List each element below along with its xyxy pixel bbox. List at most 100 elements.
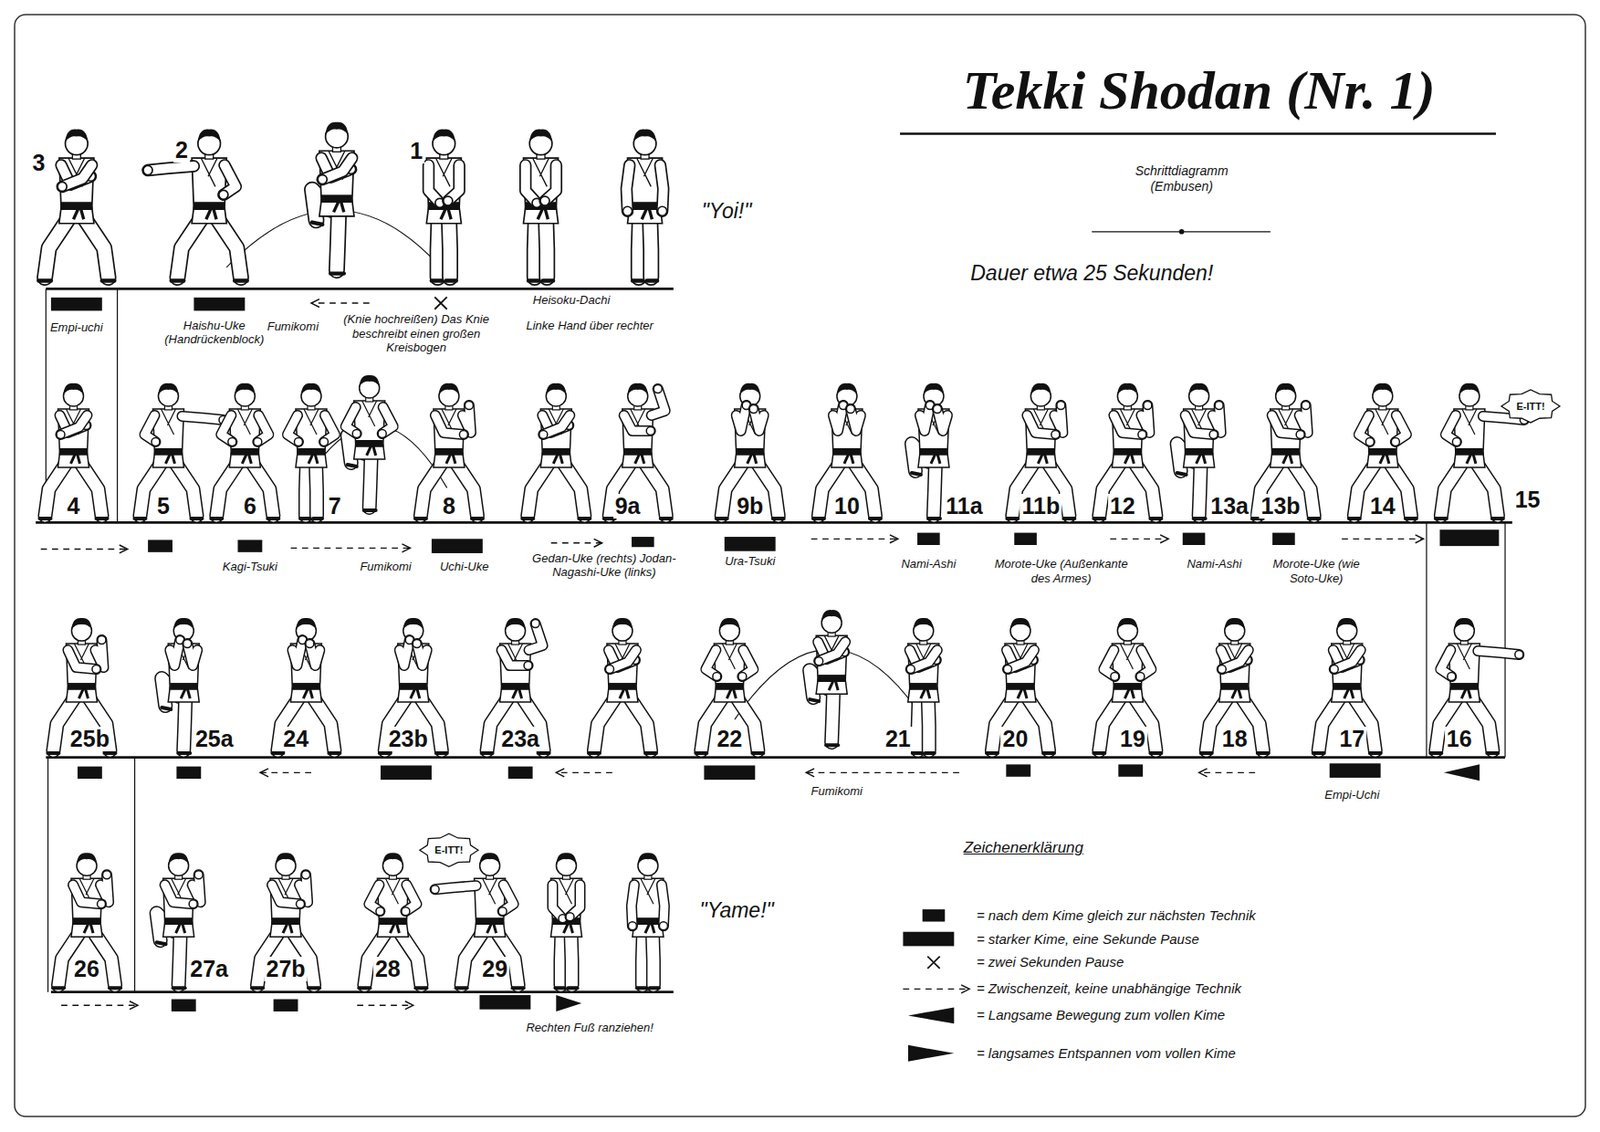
- transition-arrow: [1109, 534, 1169, 544]
- step-number: 4: [65, 493, 83, 519]
- legend-entry: = langsames Entspannen vom vollen Kime: [976, 1045, 1236, 1062]
- step-line: [899, 132, 1496, 135]
- karateka-figure: [604, 383, 672, 519]
- step-number: 8: [440, 493, 458, 519]
- karateka-figure: [1430, 617, 1524, 753]
- step-number: 23a: [499, 726, 542, 752]
- kime-bar: [1014, 533, 1037, 545]
- kime-bar: [77, 766, 103, 779]
- karateka-figure: [426, 129, 461, 282]
- embusen-lines: [35, 133, 1513, 1061]
- karateka-figure: [415, 383, 483, 519]
- karateka-figure: [1201, 617, 1269, 753]
- kime-bar: [631, 536, 655, 547]
- technique-label: Empi-Uchi: [1324, 787, 1380, 803]
- kime-bar: [1182, 533, 1206, 545]
- step-number: 26: [72, 956, 102, 982]
- karateka-figure: [47, 617, 116, 753]
- kime-bar: [703, 764, 755, 780]
- legend-heading: Zeichenerklärung: [963, 838, 1084, 858]
- kime-bar: [1118, 763, 1143, 776]
- technique-label: Empi-uchi: [50, 320, 104, 335]
- slow-kime-mark: [1443, 763, 1480, 781]
- transition-arrow: [805, 768, 960, 777]
- step-number: 12: [1108, 493, 1138, 519]
- legend-entry: = Langsame Bewegung zum vollen Kime: [976, 1006, 1225, 1024]
- shout-bubble: [419, 833, 479, 867]
- technique-note: Linke Hand über rechter: [525, 318, 653, 334]
- step-number: 16: [1444, 726, 1475, 752]
- step-number: 15: [1513, 487, 1543, 513]
- step-number: 28: [373, 956, 403, 982]
- karateka-figure: [271, 617, 340, 753]
- step-line: [47, 757, 49, 993]
- transition-arrow: [902, 984, 970, 994]
- karateka-figure: [813, 383, 881, 519]
- karateka-figure: [312, 122, 356, 274]
- technique-label: Uchi-Uke: [439, 559, 489, 575]
- kime-bar: [273, 999, 299, 1012]
- pause-mark: [927, 956, 940, 969]
- kime-bar: [176, 766, 201, 779]
- step-number: 14: [1368, 493, 1398, 519]
- step-number: 2: [173, 137, 190, 163]
- kime-bar: [917, 533, 941, 545]
- karateka-figure: [345, 375, 394, 511]
- karateka-figures: [38, 122, 1528, 988]
- karateka-figure: [430, 852, 524, 988]
- kime-bar: [380, 764, 432, 780]
- transition-arrow: [551, 538, 603, 547]
- karateka-figure: [588, 617, 657, 753]
- step-number: 9b: [734, 493, 765, 519]
- karateka-figure: [251, 852, 320, 988]
- karateka-figure: [716, 383, 785, 519]
- diagram-title: Tekki Shodan (Nr. 1): [962, 62, 1436, 118]
- technique-label: Nami-Ashi: [900, 556, 956, 572]
- command-call: "Yoi!": [701, 198, 753, 225]
- karateka-figure: [695, 617, 764, 753]
- karateka-figure: [986, 617, 1055, 753]
- transition-arrow: [555, 768, 612, 777]
- step-number: 21: [883, 726, 913, 752]
- karateka-figure: [38, 129, 115, 282]
- step-line: [116, 288, 118, 523]
- transition-arrow: [291, 543, 411, 553]
- slow-kime-mark: [555, 994, 582, 1012]
- technique-label: Gedan-Uke (rechts) Jodan-Nagashi-Uke (li…: [528, 551, 680, 580]
- step-number: 25b: [68, 726, 112, 752]
- karateka-figure: [52, 852, 121, 988]
- karateka-figure: [522, 129, 558, 282]
- step-number: 24: [281, 726, 311, 752]
- technique-label: Morote-Uke (wie Soto-Uke): [1270, 556, 1362, 586]
- step-number: 25a: [193, 726, 236, 752]
- karateka-figure: [358, 852, 427, 988]
- step-line: [134, 757, 136, 993]
- karateka-figure: [1093, 617, 1161, 753]
- step-number: 20: [1000, 726, 1030, 752]
- sheet-frame: [14, 14, 1586, 1117]
- step-line: [1425, 522, 1427, 757]
- kime-bar: [1005, 763, 1031, 776]
- transition-arrow: [260, 768, 312, 777]
- step-number: 7: [326, 493, 344, 519]
- step-number: 13a: [1208, 493, 1251, 519]
- step-number: 11a: [943, 493, 984, 519]
- legend-entry: = Zwischenzeit, keine unabhängige Techni…: [976, 980, 1242, 997]
- step-number: 9a: [613, 493, 643, 519]
- karateka-figure: [1252, 383, 1320, 519]
- kime-bar: [237, 539, 262, 552]
- kime-bar: [147, 539, 173, 552]
- kime-bar: [508, 766, 534, 779]
- technique-label: Kagi-Tsuki: [222, 559, 278, 575]
- legend-entry: = starker Kime, eine Sekunde Pause: [976, 930, 1200, 948]
- step-number: 10: [832, 493, 862, 519]
- step-number: 1: [407, 138, 425, 164]
- slow-kime-mark: [908, 1045, 954, 1062]
- stance-label: Heisoku-Dachi: [533, 292, 611, 308]
- technique-label: Fumikomi: [267, 319, 319, 335]
- step-line: [45, 287, 674, 291]
- kiai-shout: E-ITT!: [1516, 400, 1545, 411]
- technique-label: Ura-Tsuki: [724, 554, 775, 569]
- technique-label: Nami-Ashi: [1186, 556, 1242, 572]
- embusen-dot: [1179, 229, 1185, 235]
